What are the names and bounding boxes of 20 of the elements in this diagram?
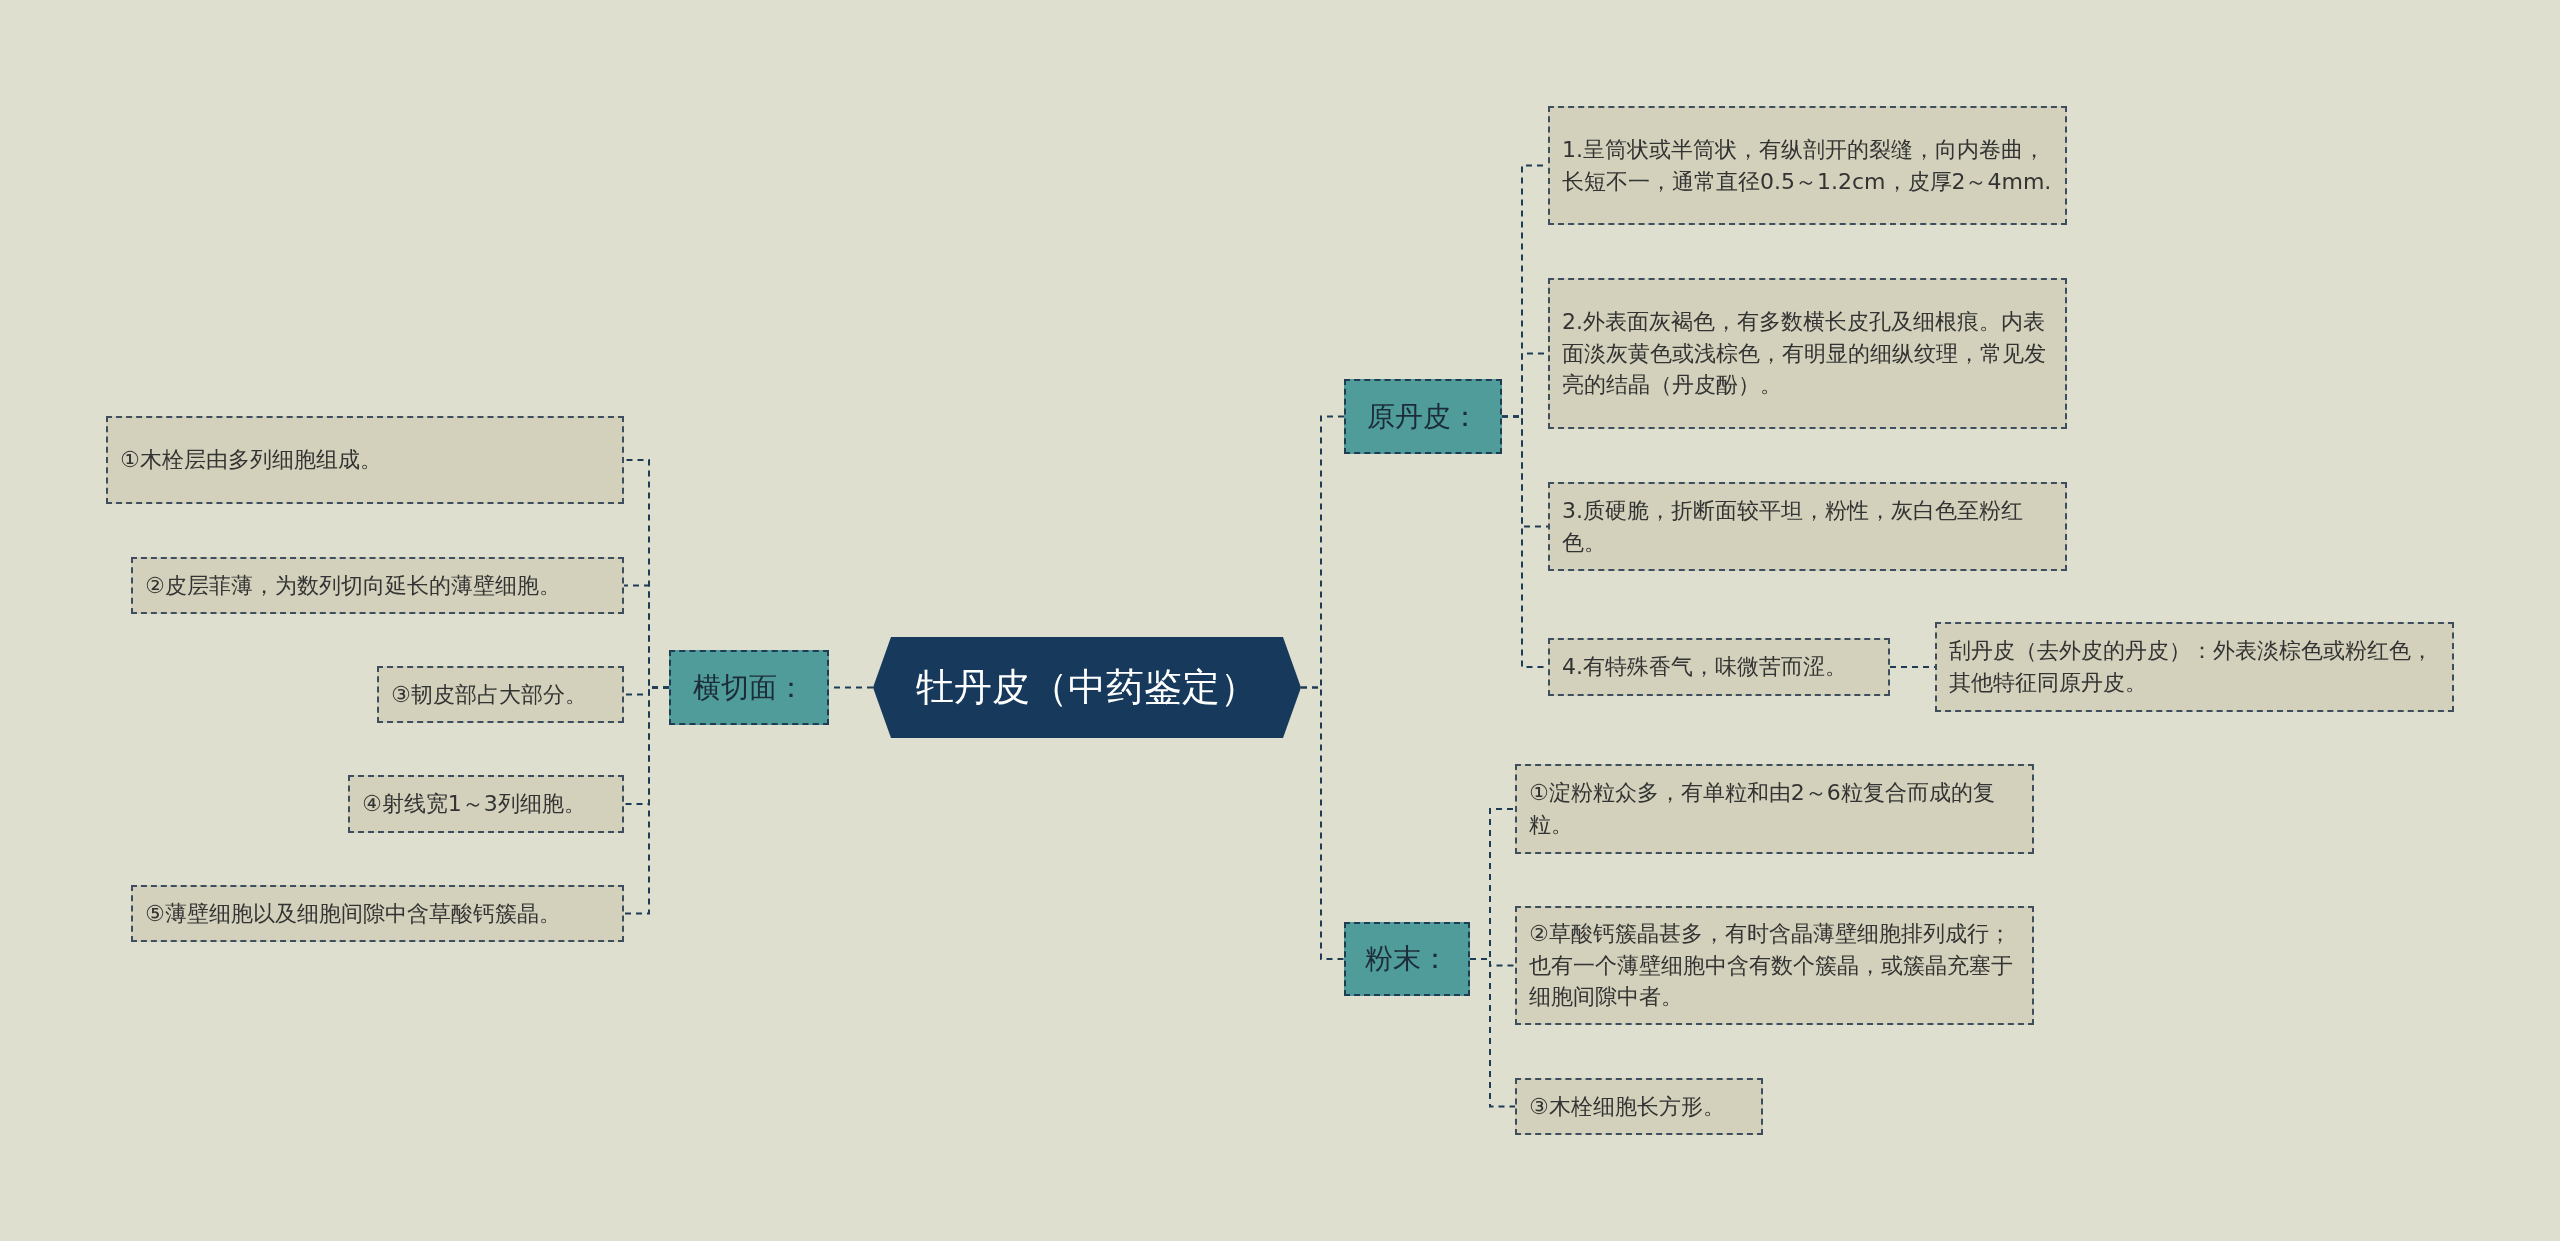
leaf-box: ①木栓层由多列细胞组成。 [106,416,624,504]
leaf-box: 1.呈筒状或半筒状，有纵剖开的裂缝，向内卷曲，长短不一，通常直径0.5～1.2cm，皮厚2～4mm. [1548,106,2067,225]
leaf-box: ②草酸钙簇晶甚多，有时含晶薄壁细胞排列成行；也有一个薄壁细胞中含有数个簇晶，或簇晶充塞于细胞间隙中者。 [1515,906,2034,1025]
leaf-box: 刮丹皮（去外皮的丹皮）：外表淡棕色或粉红色，其他特征同原丹皮。 [1935,622,2454,712]
branch-box: 原丹皮： [1344,379,1502,454]
leaf-box: ④射线宽1～3列细胞。 [348,775,624,833]
leaf-box: 3.质硬脆，折断面较平坦，粉性，灰白色至粉红色。 [1548,482,2067,571]
connector-line [1469,958,1516,1108]
leaf-box: 4.有特殊香气，味微苦而涩。 [1548,638,1890,696]
leaf-box: ②皮层菲薄，为数列切向延长的薄壁细胞。 [131,557,624,614]
branch-box: 横切面： [669,650,829,725]
leaf-box: ①淀粉粒众多，有单粒和由2～6粒复合而成的复粒。 [1515,764,2034,854]
leaf-box: ⑤薄壁细胞以及细胞间隙中含草酸钙簇晶。 [131,885,624,942]
connector-line [1300,686,1345,960]
root-topic-hexagon: 牡丹皮（中药鉴定） [873,637,1301,738]
connector-line [623,686,670,915]
branch-box: 粉末： [1344,922,1470,996]
leaf-box: 2.外表面灰褐色，有多数横长皮孔及细根痕。内表面淡灰黄色或浅棕色，有明显的细纵纹理，常见发亮的结晶（丹皮酚）。 [1548,278,2067,429]
leaf-box: ③韧皮部占大部分。 [377,666,624,723]
leaf-box: ③木栓细胞长方形。 [1515,1078,1763,1135]
